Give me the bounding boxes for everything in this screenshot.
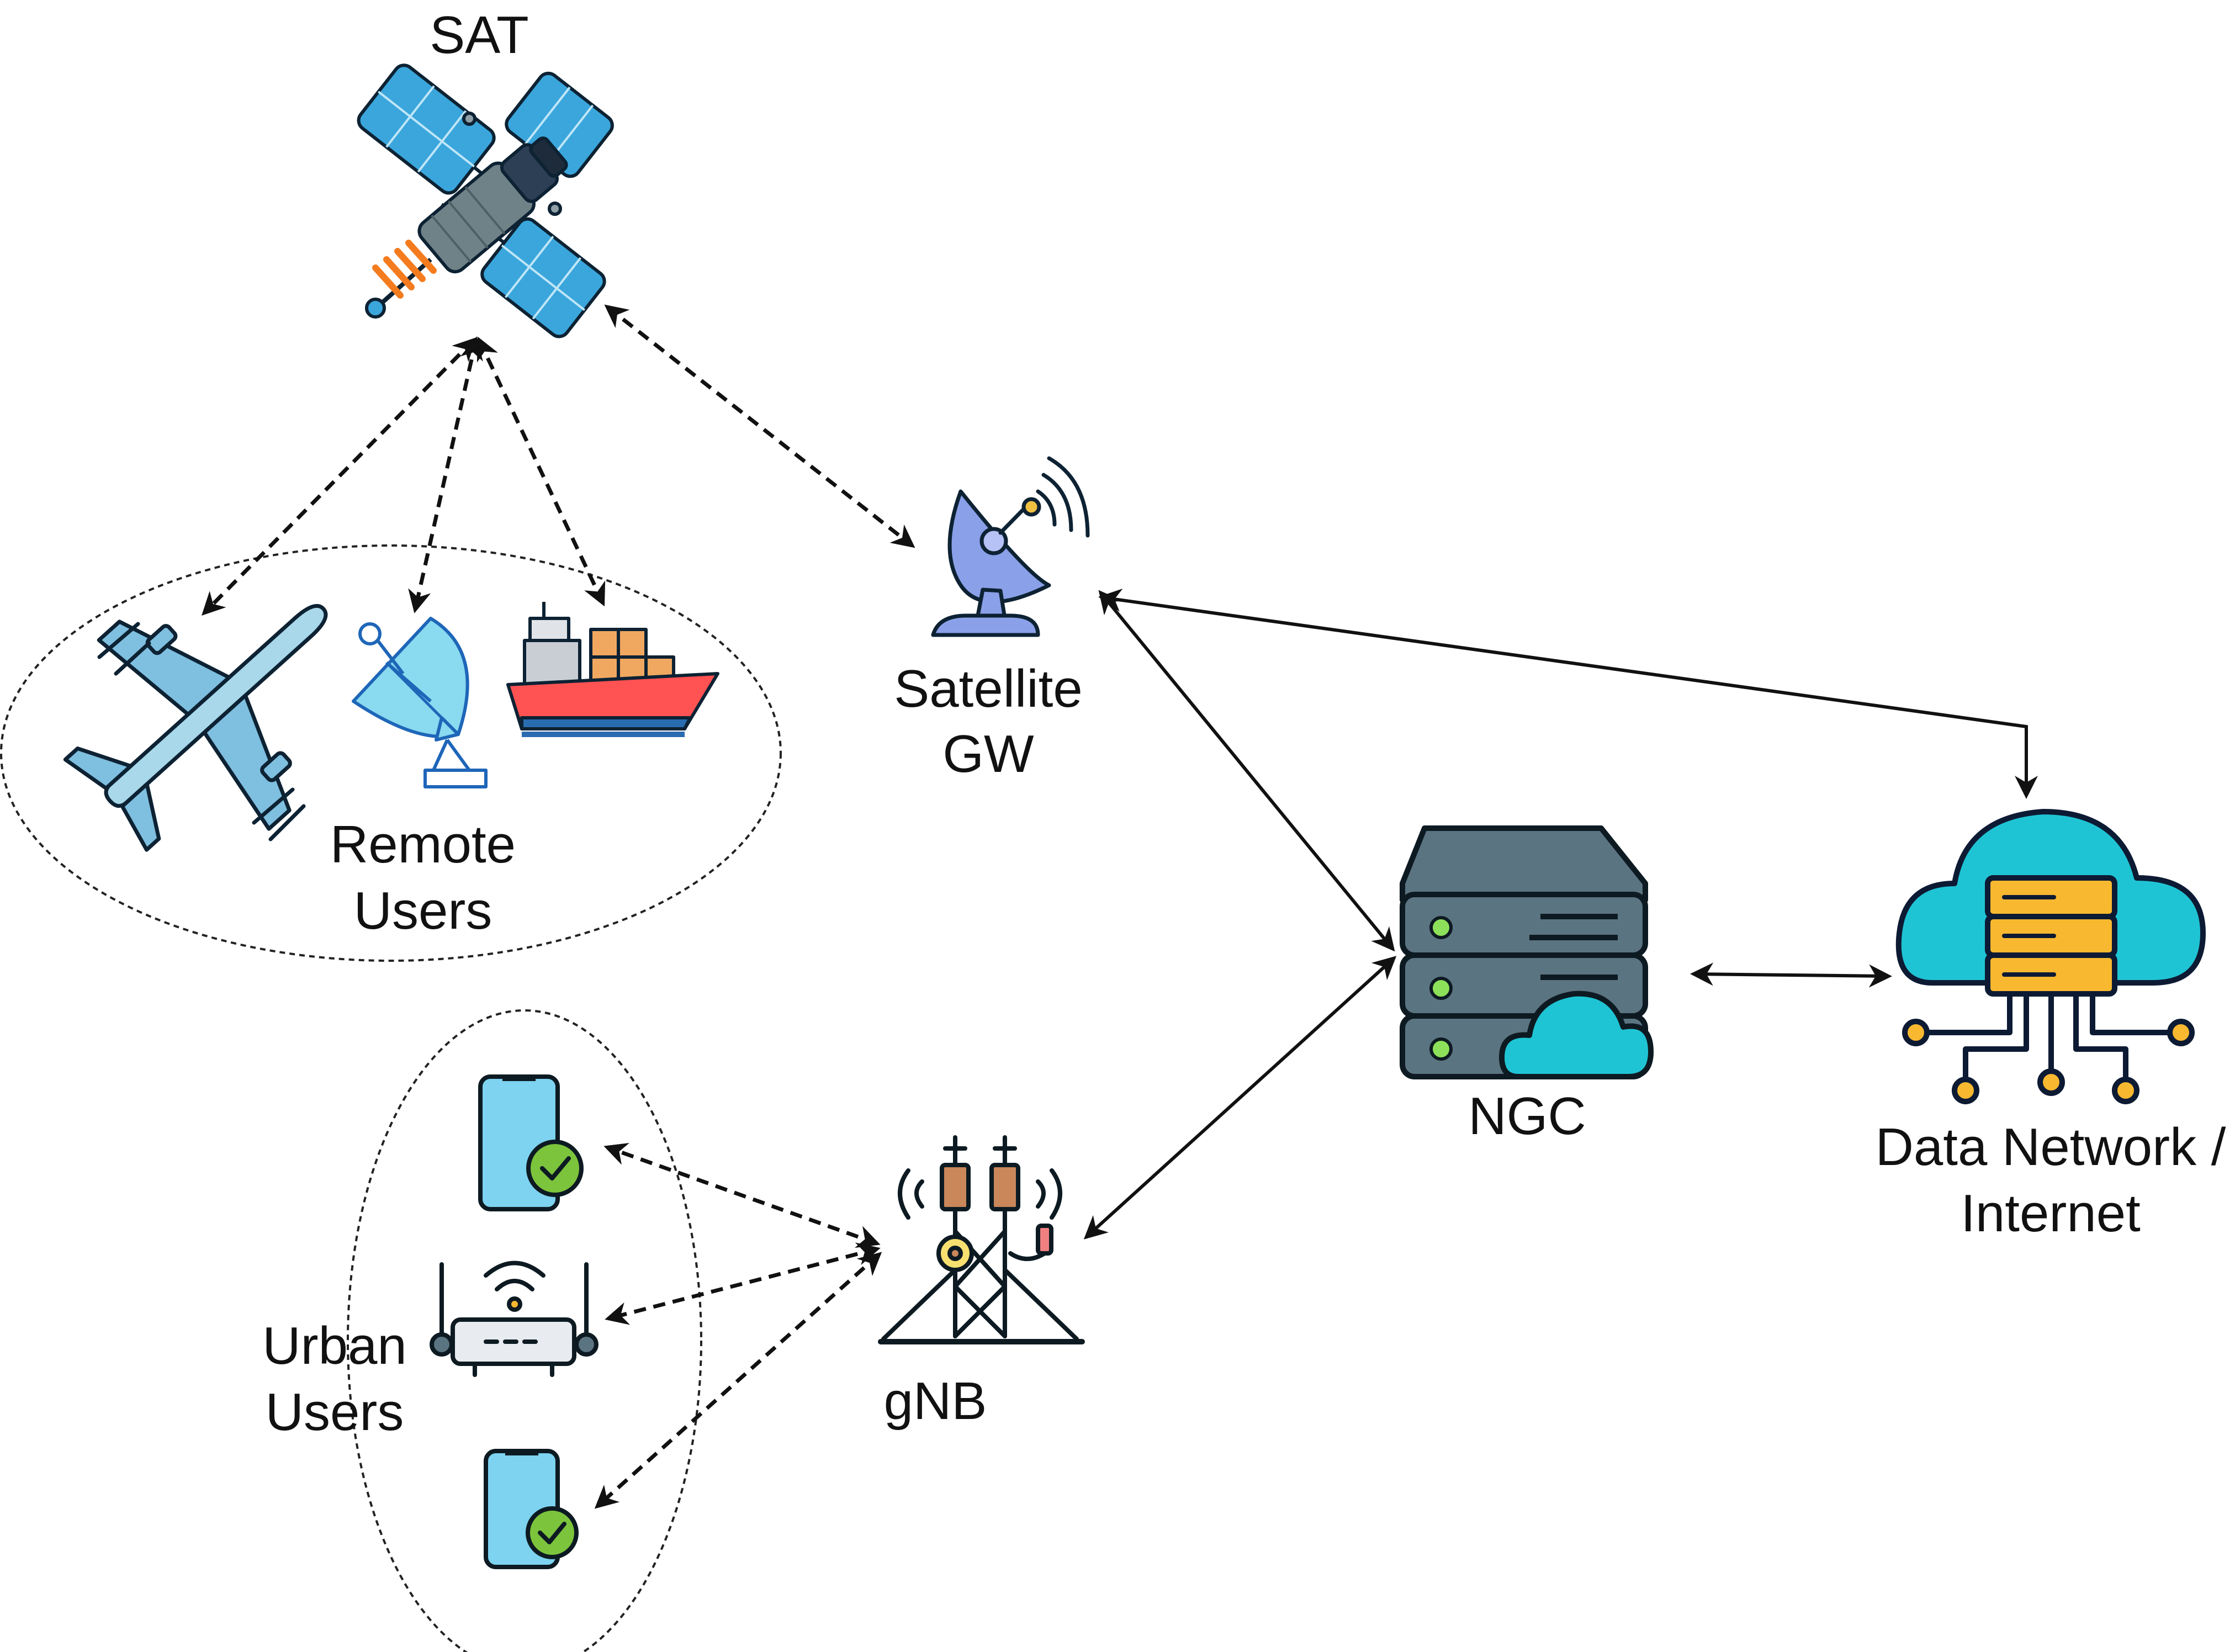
ngc-label: NGC	[1468, 1087, 1586, 1146]
cell-tower-icon	[878, 1135, 1085, 1344]
link-ngc-gnb	[1083, 956, 1397, 1240]
link-sat-airplane	[202, 337, 476, 616]
data-network-label-line1: Data Network /	[1876, 1118, 2226, 1177]
sat-label: SAT	[430, 6, 529, 65]
remote-users-label-line2: Users	[354, 881, 492, 940]
link-gnb-phone-2	[594, 1252, 882, 1509]
smartphone-check-icon	[484, 1449, 579, 1569]
gnb-label: gNB	[884, 1372, 987, 1431]
link-sat-gateway	[604, 304, 915, 548]
wifi-router-icon	[430, 1261, 599, 1377]
link-gnb-phone-1	[603, 1142, 881, 1248]
satellite-gw-label-line1: Satellite	[894, 659, 1083, 718]
link-sat-ship	[476, 336, 606, 607]
satellite-icon	[357, 63, 614, 338]
link-gateway-ngc	[1098, 590, 1395, 952]
airplane-icon	[63, 603, 328, 852]
satellite-gw-label-line2: GW	[942, 724, 1034, 783]
cloud-server-network-icon	[1895, 809, 2206, 1104]
smartphone-check-icon	[478, 1074, 584, 1211]
satellite-dish-icon	[931, 456, 1090, 637]
data-network-label-line2: Internet	[1961, 1184, 2141, 1243]
remote-dish-icon	[352, 617, 488, 788]
cargo-ship-icon	[506, 602, 719, 737]
remote-users-group	[0, 544, 782, 962]
connections	[202, 304, 2038, 1509]
link-sat-remote-dish	[408, 336, 483, 613]
urban-users-label-line1: Urban	[262, 1316, 406, 1375]
link-ngc-datanetwork	[1690, 962, 1892, 988]
remote-users-label-line1: Remote	[330, 815, 516, 874]
urban-users-label-line2: Users	[266, 1383, 404, 1442]
link-gnb-router	[605, 1242, 881, 1325]
link-gateway-datanetwork	[1098, 589, 2038, 799]
server-cloud-icon	[1400, 825, 1654, 1079]
